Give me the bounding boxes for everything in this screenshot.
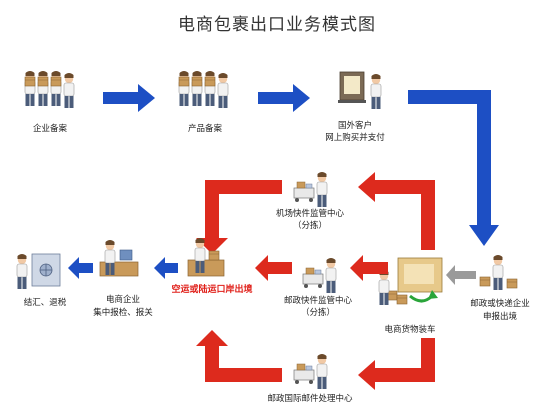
ecommerce-label-1: 电商企业 xyxy=(106,294,140,305)
blue-elbow-arrow xyxy=(408,90,499,246)
settlement-illustration xyxy=(16,253,61,290)
settlement-label: 结汇、退税 xyxy=(24,297,67,308)
airport-center-illustration xyxy=(293,171,328,208)
foreign-customer-label-1: 国外客户 xyxy=(338,120,372,131)
port-exit-illustration xyxy=(187,237,225,277)
post-express-label-1: 邮政或快递企业 xyxy=(470,298,530,309)
intl-mail-center-label: 邮政国际邮件处理中心 xyxy=(267,393,353,404)
red-elbow-intl-to-port xyxy=(196,330,282,382)
enterprise-filing-label: 企业备案 xyxy=(33,123,68,134)
blue-arrow-port-to-ecommerce xyxy=(154,257,178,279)
postal-center-label-2: （分拣） xyxy=(301,307,335,318)
product-filing-label: 产品备案 xyxy=(188,123,223,134)
airport-center-label-1: 机场快件监管中心 xyxy=(276,208,345,219)
port-exit-label: 空运或陆运口岸出境 xyxy=(171,283,252,295)
postal-center-label-1: 邮政快件监管中心 xyxy=(284,295,353,306)
airport-center-label-2: （分拣） xyxy=(293,220,327,231)
post-to-truck-arrow xyxy=(446,265,476,285)
product-filing-illustration xyxy=(178,70,229,109)
red-arrow-to-airport xyxy=(358,172,435,250)
red-arrow-to-intl-mail xyxy=(358,338,435,390)
red-elbow-airport-to-port xyxy=(196,180,282,254)
blue-arrow-2 xyxy=(258,84,310,112)
ecommerce-illustration xyxy=(99,239,139,277)
post-express-illustration xyxy=(479,254,518,291)
diagram-title: 电商包裹出口业务模式图 xyxy=(178,15,376,35)
foreign-customer-label-2: 网上购买并支付 xyxy=(325,132,385,143)
foreign-customer-illustration xyxy=(338,71,382,110)
red-arrow-to-postal xyxy=(350,255,388,281)
blue-arrow-ecommerce-to-settlement xyxy=(68,257,93,279)
intl-mail-center-illustration xyxy=(293,353,328,390)
truck-loading-label: 电商货物装车 xyxy=(384,324,435,335)
enterprise-filing-illustration xyxy=(24,70,75,109)
postal-center-illustration xyxy=(302,257,337,294)
truck-loading-illustration xyxy=(378,257,443,306)
post-express-label-2: 申报出境 xyxy=(483,311,518,322)
blue-arrow-1 xyxy=(103,84,155,112)
red-arrow-postal-to-port xyxy=(255,255,292,281)
ecommerce-label-2: 集中报检、报关 xyxy=(93,307,153,318)
